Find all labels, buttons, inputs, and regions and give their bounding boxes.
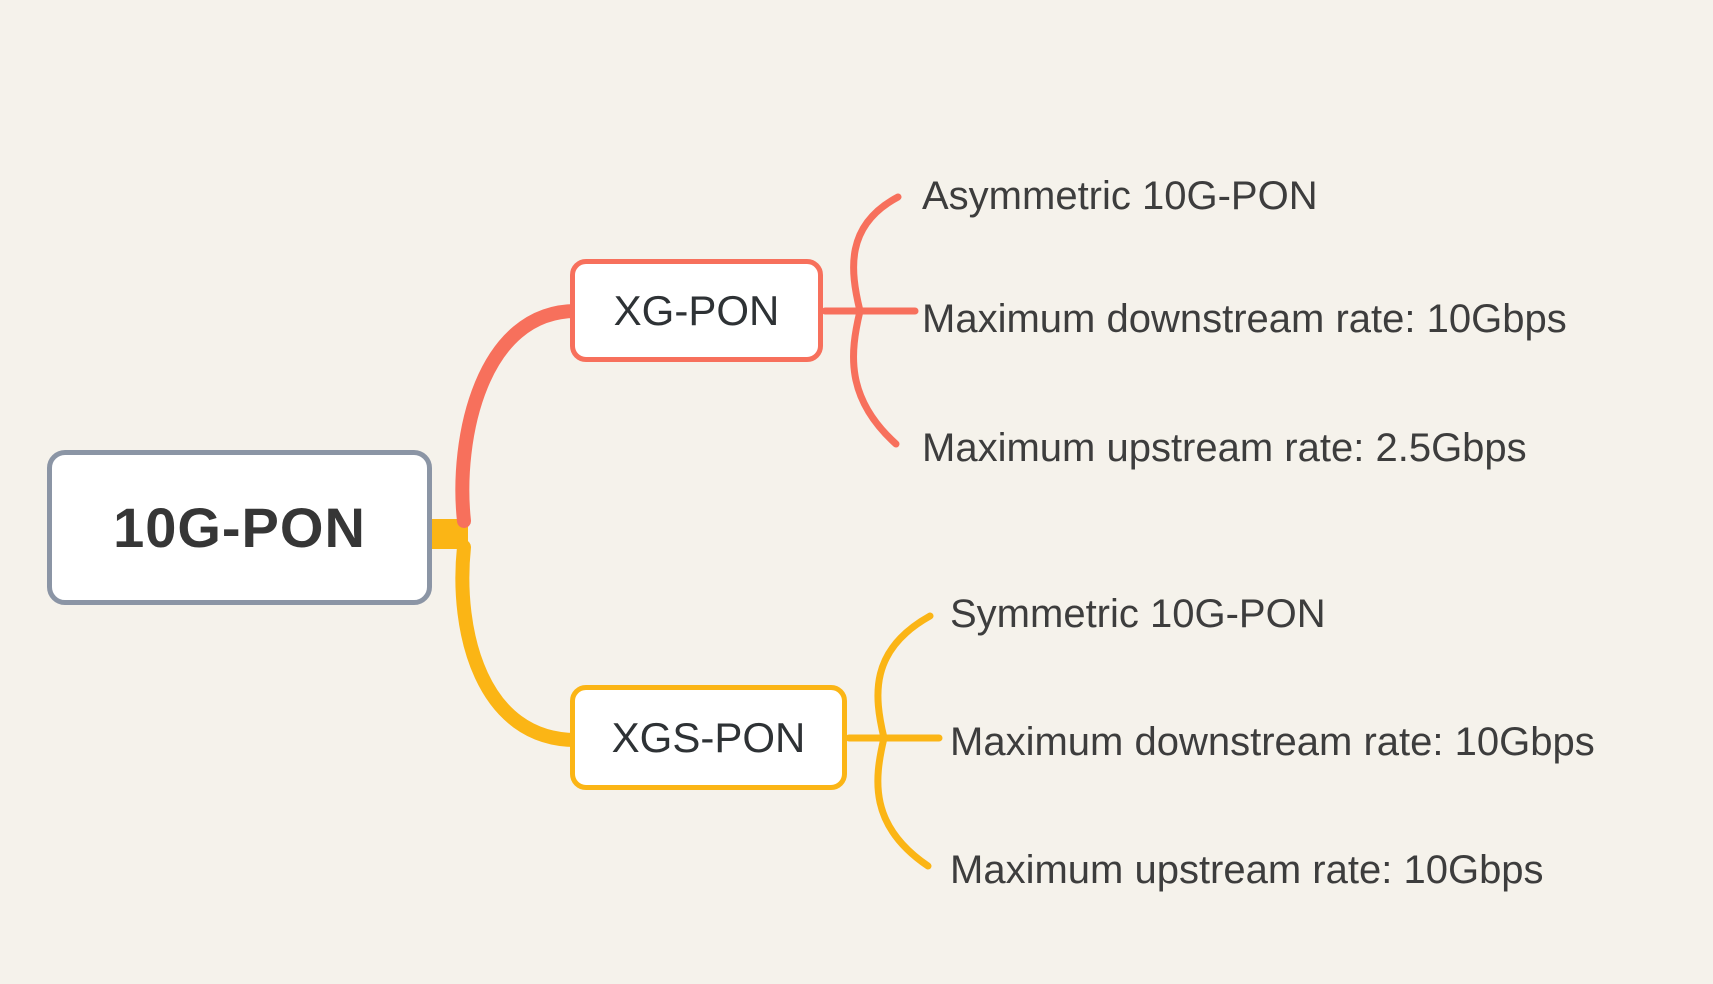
leaf-xgs-upstream-rate[interactable]: Maximum upstream rate: 10Gbps (950, 848, 1544, 892)
node-xg-pon[interactable]: XG-PON (570, 259, 823, 362)
leaf-asymmetric-10g-pon[interactable]: Asymmetric 10G-PON (922, 174, 1318, 218)
connector-xgs-child-bottom (874, 734, 932, 870)
connector-xg-child-top (850, 193, 902, 315)
xgs-pon-child-connectors (845, 612, 943, 870)
connector-xgs-child-top (874, 612, 934, 742)
connector-xg-child-bottom (850, 307, 900, 448)
root-connector-xg-pon (455, 304, 583, 528)
xg-pon-child-connectors (821, 193, 919, 448)
node-root-10g-pon[interactable]: 10G-PON (47, 450, 432, 605)
node-xgs-pon[interactable]: XGS-PON (570, 685, 847, 790)
leaf-xg-upstream-rate[interactable]: Maximum upstream rate: 2.5Gbps (922, 426, 1527, 470)
root-connector-xgs-pon (455, 540, 583, 747)
leaf-symmetric-10g-pon[interactable]: Symmetric 10G-PON (950, 592, 1326, 636)
leaf-xg-downstream-rate[interactable]: Maximum downstream rate: 10Gbps (922, 297, 1567, 341)
leaf-xgs-downstream-rate[interactable]: Maximum downstream rate: 10Gbps (950, 720, 1595, 764)
